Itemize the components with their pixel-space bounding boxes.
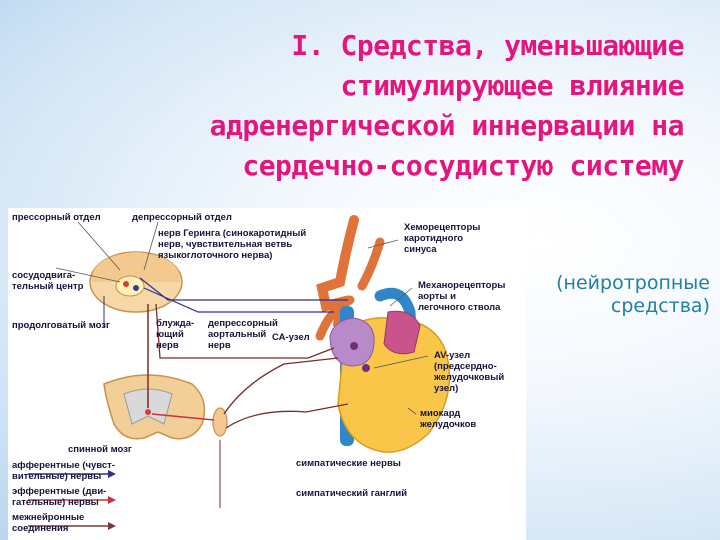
legend-interneuron-label: межнейронные соединения [12,512,85,534]
label-medulla: продолговатый мозг [12,320,110,331]
label-spinal-cord: спинной мозг [68,444,132,455]
depressor-neuron [133,285,139,291]
label-mechanoreceptors: Механорецепторы аорты и легочного ствола [418,280,506,313]
label-myocardium: миокард желудочков [420,408,477,430]
label-depressor-dept: депрессорный отдел [132,212,232,223]
ganglion-shape [212,407,228,437]
medulla-shade [91,252,181,282]
leader-chemo [367,239,399,249]
av-node-dot [362,364,370,372]
hering-nerve-line [139,277,348,301]
aortic-arch [315,295,355,341]
aortic-nerve-line [143,287,334,313]
sympathetic-nerve-2 [225,403,349,429]
label-sa-node: СА-узел [272,332,310,343]
leader-myocard [407,407,417,415]
spinal-neuron [145,409,151,415]
label-chemoreceptors: Хеморецепторы каротидного синуса [404,222,481,255]
label-vasomotor: сосудодвига- тельный центр [12,270,84,292]
legend-afferent-head [108,470,116,478]
sympathetic-nerve-1 [223,357,339,415]
leader-mechano [389,287,413,307]
label-vagus: блужда- ющий нерв [156,318,195,351]
leader-av [373,355,429,369]
legend-efferent-label: эфферентные (дви- гательные) нервы [12,486,107,508]
leader-vasomotor [55,267,121,283]
slide-subtitle: (нейротропные средства) [556,272,710,318]
label-sympathetic-nerves: симпатические нервы [296,458,401,469]
legend-afferent-label: афферентные (чувст- вительные) нервы [12,460,115,482]
leader-pressor [77,221,121,271]
preganglionic-line [151,413,215,421]
legend-interneuron-head [108,522,116,530]
legend-efferent-head [108,496,116,504]
subtitle-line-1: (нейротропные [556,272,710,294]
label-av-node: AV-узел (предсердно- желудочковый узел) [434,350,505,394]
label-hering: нерв Геринга (синокаротидный нерв, чувст… [158,228,307,261]
right-atrium [329,317,375,367]
label-sympathetic-ganglion: симпатический ганглий [296,488,408,499]
label-depressor-aortic: депрессорный аортальный нерв [208,318,278,351]
title-line-4: сердечно-сосудистую систему [242,149,684,182]
slide-title: I. Средства, уменьшающие стимулирующее в… [124,26,685,186]
label-pressor: прессорный отдел [12,212,101,223]
leader-depressor [143,221,159,271]
subtitle-line-2: средства) [610,295,710,317]
title-line-1: I. Средства, уменьшающие [291,29,684,62]
vagus-line [155,303,335,359]
innervation-diagram: прессорный отдел депрессорный отдел нерв… [8,208,526,540]
pressor-neuron [123,281,129,287]
sa-node-dot [350,342,358,350]
vasomotor-center-shape [115,275,145,297]
legend-arrows [28,470,116,530]
carotid-branch [357,237,385,291]
left-atrium [383,310,421,355]
title-line-3: адренергической иннервации на [209,109,685,142]
title-line-2: стимулирующее влияние [340,69,684,102]
diagram-drawing [28,215,451,530]
